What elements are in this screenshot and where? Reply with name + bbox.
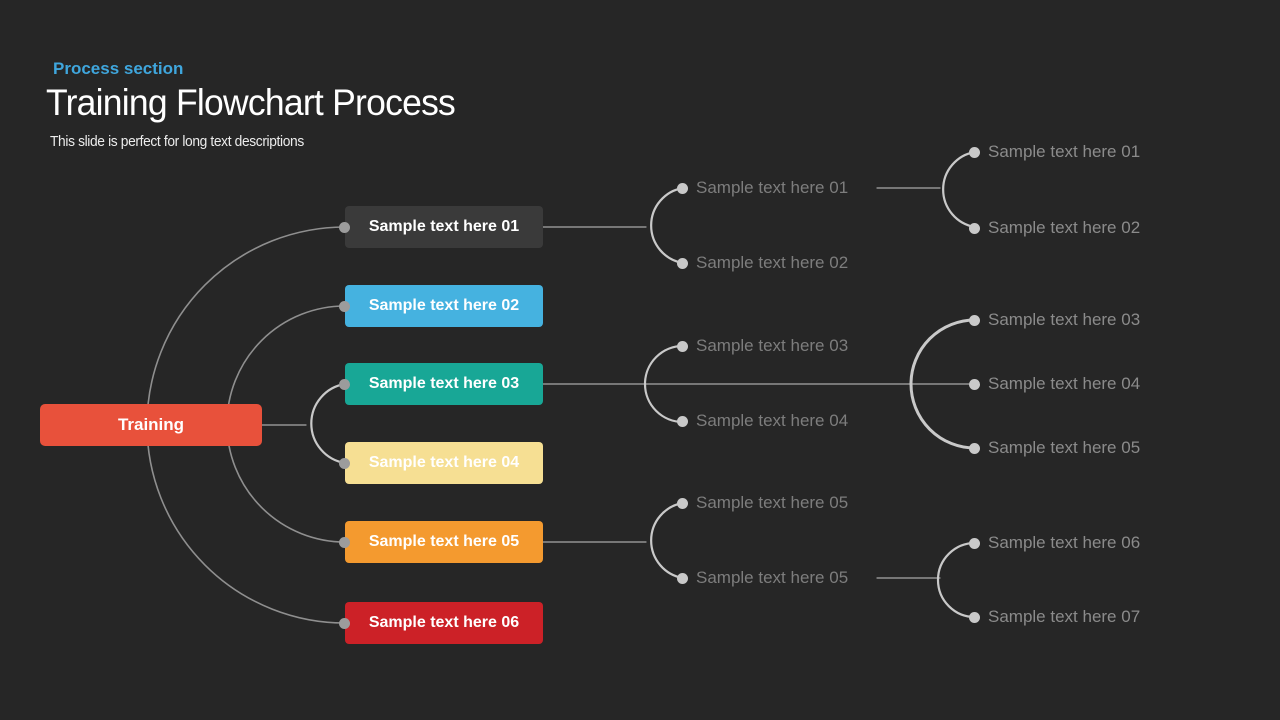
node-training-label: Training	[117, 415, 185, 434]
node-label: Sample text here 04	[368, 454, 520, 471]
node-training[interactable]: Training	[40, 404, 262, 446]
node-sample-04[interactable]: Sample text here 04	[339, 442, 543, 484]
branch-text: Sample text here 02	[696, 253, 849, 272]
leaf-label-05: Sample text here 05	[969, 436, 1140, 460]
leaf-dot	[969, 442, 980, 454]
node-label: Sample text here 05	[368, 533, 520, 550]
branch-text: Sample text here 01	[696, 178, 849, 197]
branch-label-03: Sample text here 03	[677, 334, 848, 358]
arc-leaf-06-07	[936, 541, 977, 619]
leaf-text: Sample text here 02	[988, 218, 1141, 237]
leaf-label-03: Sample text here 03	[969, 308, 1140, 332]
node-label: Sample text here 03	[368, 375, 520, 392]
branch-label-02: Sample text here 02	[677, 251, 848, 275]
branch-dot	[677, 572, 688, 584]
node-sample-06[interactable]: Sample text here 06	[339, 602, 543, 644]
branch-label-05a: Sample text here 05	[677, 491, 848, 515]
branch-label-01: Sample text here 01	[677, 176, 848, 200]
node-dot	[339, 378, 350, 390]
branch-dot	[677, 497, 688, 509]
leaf-text: Sample text here 01	[988, 142, 1141, 161]
branch-text: Sample text here 05	[696, 568, 849, 587]
arc-root-to-03-04	[310, 382, 347, 465]
leaf-dot	[969, 222, 980, 234]
branch-label-05b: Sample text here 05	[677, 566, 848, 590]
leaf-label-06: Sample text here 06	[969, 531, 1140, 555]
leaf-text: Sample text here 07	[988, 607, 1141, 626]
node-label: Sample text here 02	[368, 297, 520, 314]
arc-branch-05-05	[650, 501, 685, 580]
branch-dot	[677, 182, 688, 194]
branch-label-04: Sample text here 04	[677, 409, 848, 433]
leaf-dot	[969, 611, 980, 623]
node-dot	[339, 300, 350, 312]
leaf-dot	[969, 146, 980, 158]
leaf-text: Sample text here 06	[988, 533, 1141, 552]
arc-leaf-01-02	[942, 150, 977, 229]
node-label: Sample text here 06	[368, 614, 520, 631]
leaf-text: Sample text here 05	[988, 438, 1141, 457]
leaf-text: Sample text here 04	[988, 374, 1141, 393]
node-sample-03[interactable]: Sample text here 03	[339, 363, 543, 405]
node-sample-01[interactable]: Sample text here 01	[339, 206, 543, 248]
node-dot	[339, 617, 350, 629]
node-label: Sample text here 01	[368, 218, 520, 235]
arc-branch-03-04	[643, 344, 685, 424]
branch-dot	[677, 340, 688, 352]
leaf-dot	[969, 537, 980, 549]
leaf-label-07: Sample text here 07	[969, 605, 1140, 629]
branch-text: Sample text here 04	[696, 411, 849, 430]
arc-leaf-03-04-05	[909, 318, 977, 450]
slide-subtitle: This slide is perfect for long text desc…	[50, 133, 304, 150]
branch-text: Sample text here 03	[696, 336, 849, 355]
leaf-dot	[969, 378, 980, 390]
node-sample-05[interactable]: Sample text here 05	[339, 521, 543, 563]
leaf-label-01: Sample text here 01	[969, 140, 1140, 164]
leaf-text: Sample text here 03	[988, 310, 1141, 329]
node-dot	[339, 221, 350, 233]
node-dot	[339, 457, 350, 469]
branch-dot	[677, 415, 688, 427]
leaf-label-04: Sample text here 04	[969, 372, 1140, 396]
slide-title: Training Flowchart Process	[46, 82, 456, 123]
node-sample-02[interactable]: Sample text here 02	[339, 285, 543, 327]
arc-branch-01-02	[650, 186, 685, 265]
node-dot	[339, 536, 350, 548]
leaf-label-02: Sample text here 02	[969, 216, 1140, 240]
leaf-dot	[969, 314, 980, 326]
branch-dot	[677, 257, 688, 269]
section-kicker: Process section	[53, 59, 184, 78]
branch-text: Sample text here 05	[696, 493, 849, 512]
